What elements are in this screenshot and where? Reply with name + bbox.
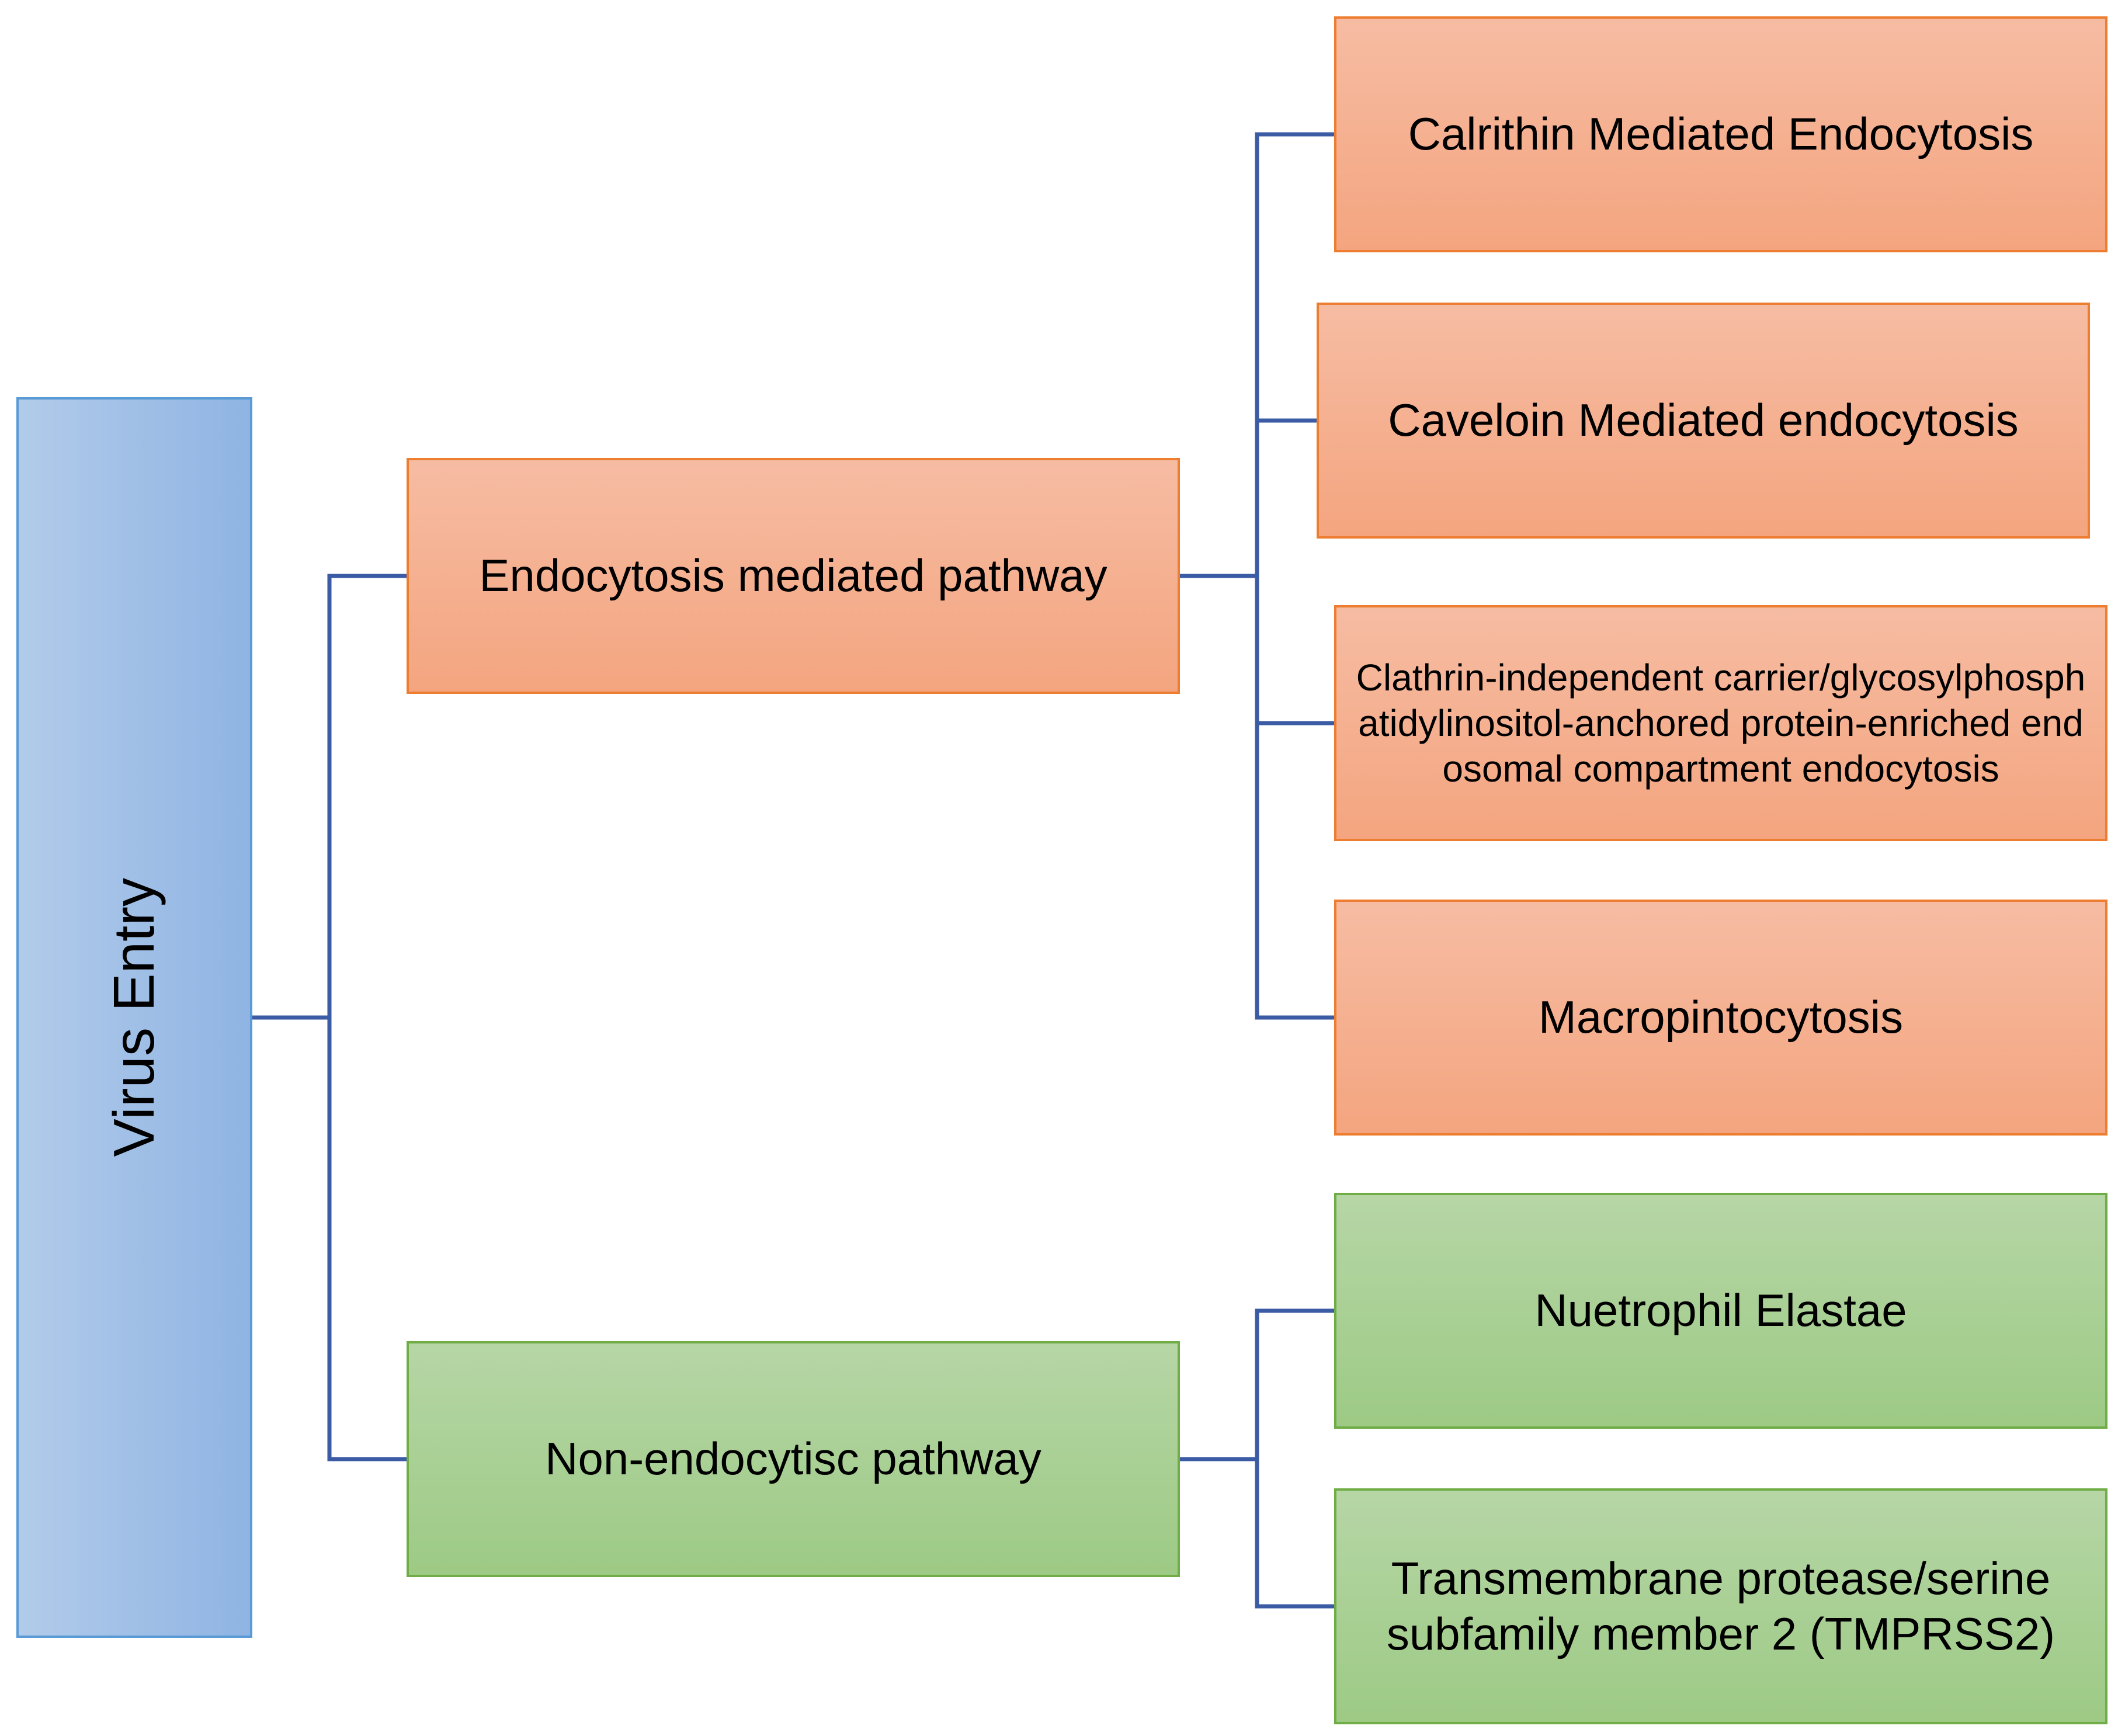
neutrophil-elastase-label: Nuetrophil Elastae [1534,1284,1907,1336]
clic-geec-endocytosis-node: Clathrin-independent carrier/glycosylpho… [1334,605,2107,841]
macropinocytosis-label: Macropintocytosis [1538,991,1904,1043]
virus-entry-label: Virus Entry [102,878,166,1157]
tmprss2-label: Transmembrane protease/serine subfamily … [1386,1552,2055,1659]
clathrin-mediated-endocytosis-label: Calrithin Mediated Endocytosis [1408,108,2034,160]
tmprss2-node: Transmembrane protease/serine subfamily … [1334,1488,2107,1724]
clic-geec-endocytosis-label: Clathrin-independent carrier/glycosylpho… [1356,656,2086,790]
endocytosis-pathway-node: Endocytosis mediated pathway [407,458,1180,694]
clathrin-mediated-endocytosis-node: Calrithin Mediated Endocytosis [1334,16,2107,252]
endocytosis-pathway-label: Endocytosis mediated pathway [479,550,1107,602]
neutrophil-elastase-node: Nuetrophil Elastae [1334,1193,2107,1429]
caveolin-mediated-endocytosis-label: Caveloin Mediated endocytosis [1388,394,2019,446]
virus-entry-node: Virus Entry [16,397,252,1638]
non-endocytic-pathway-node: Non-endocytisc pathway [407,1341,1180,1577]
macropinocytosis-node: Macropintocytosis [1334,900,2107,1136]
non-endocytic-pathway-label: Non-endocytisc pathway [545,1433,1041,1485]
caveolin-mediated-endocytosis-node: Caveloin Mediated endocytosis [1317,303,2090,539]
